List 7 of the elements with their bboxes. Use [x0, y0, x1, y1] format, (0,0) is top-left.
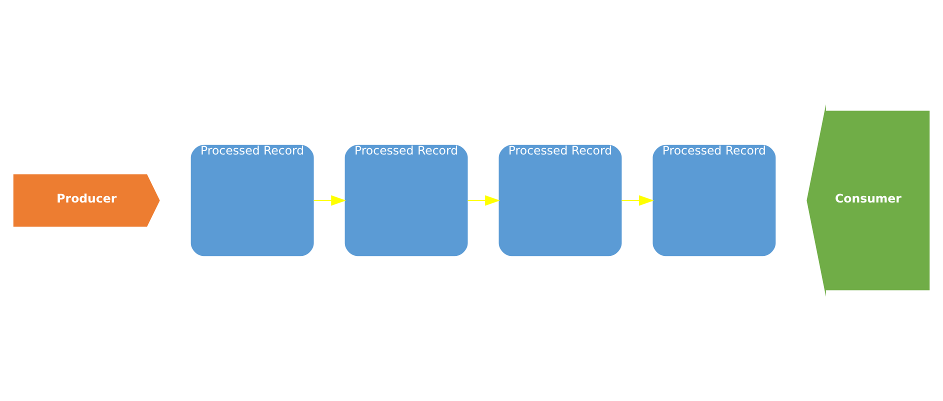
- node-box: Processed Record: [652, 144, 776, 256]
- arrow: [622, 195, 654, 206]
- arrow: [468, 195, 500, 206]
- node-box: Processed Record: [344, 144, 468, 256]
- node-box: Processed Record: [190, 144, 314, 256]
- arrow: [314, 195, 346, 206]
- node-box: Processed Record: [498, 144, 622, 256]
